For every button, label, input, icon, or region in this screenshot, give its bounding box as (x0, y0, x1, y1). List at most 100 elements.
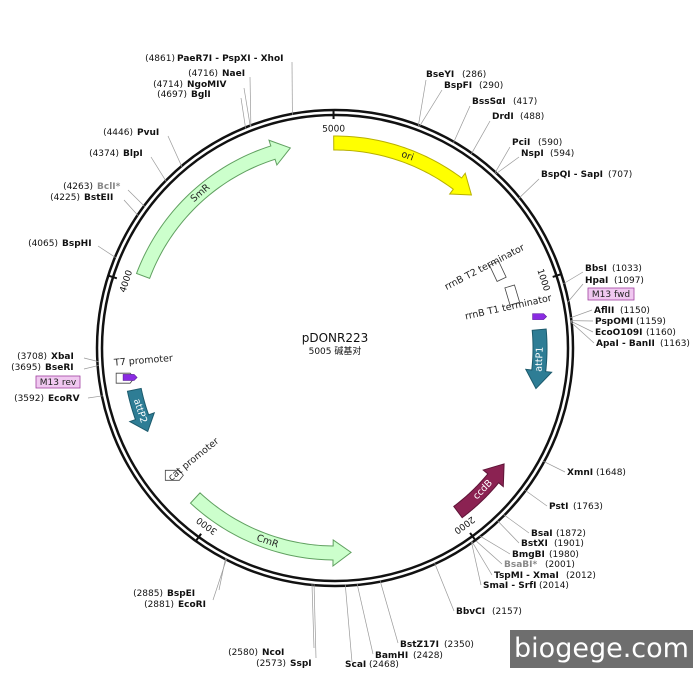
site-connector (419, 89, 443, 127)
site-name-scai: ScaI (345, 660, 366, 670)
site-connector (471, 541, 482, 586)
site-name-bstz17i: BstZ17I (400, 640, 439, 650)
site-labels-right: BseYI (286) BspFI (290) BssSαI (417) Drd… (426, 70, 690, 617)
site-name-bsai: BsaI (531, 529, 553, 539)
site-name-ncoi: NcoI (262, 648, 284, 658)
tick-label-1000: 1000 (534, 268, 551, 293)
site-connector (379, 580, 399, 644)
site-name-nspi: NspI (521, 149, 544, 159)
site-pos-bgli: (4697) (157, 90, 187, 100)
site-name-hpai: HpaI (585, 276, 608, 286)
site-pos-bsabi: (2001) (545, 560, 575, 570)
site-pos-ecoo109i: (1160) (646, 328, 676, 338)
site-name-bstxi: BstXI (521, 539, 548, 549)
feature-arrow-attp2 (126, 387, 156, 433)
site-name-pvui: PvuI (137, 128, 159, 138)
site-connector (417, 79, 427, 127)
site-pos-blpi: (4374) (89, 149, 119, 159)
site-connector (569, 309, 593, 319)
site-name-bseyi: BseYI (426, 70, 454, 80)
site-connector (97, 245, 117, 259)
primer-m13-rev-label: M13 rev (40, 378, 77, 388)
tick-mark-3000 (194, 533, 202, 543)
site-connector (243, 87, 251, 127)
site-name-ngomiv: NgoMIV (187, 80, 226, 90)
site-connector (127, 189, 146, 207)
site-labels-left: (4861) PaeR7I - PspXI - XhoI (4716) NaeI… (11, 54, 283, 404)
site-connector (471, 541, 493, 576)
site-name-bsteii: BstEII (84, 193, 113, 203)
site-connector (123, 199, 139, 217)
site-name-apai: ApaI - BanII (596, 339, 655, 349)
feature-arrow-ori (333, 135, 473, 196)
site-name-xmni: XmnI (567, 468, 593, 478)
tick-mark-4000 (107, 274, 118, 280)
site-connector (543, 460, 566, 473)
site-pos-xmai: (2012) (566, 571, 596, 581)
feature-arrow-attp1 (524, 328, 553, 390)
site-connector (479, 535, 511, 555)
site-name-blpi: BlpI (123, 149, 143, 159)
site-connector (240, 97, 246, 129)
site-pos-apai: (1163) (660, 339, 690, 349)
site-name-aflii: AflII (594, 306, 614, 316)
site-pos-bcli: (4263) (63, 182, 93, 192)
site-pos-bbsi: (1033) (612, 264, 642, 274)
site-connector (495, 156, 520, 175)
site-connector (83, 365, 99, 370)
site-connector (87, 395, 103, 399)
site-pos-bstz17i: (2350) (444, 640, 474, 650)
site-name-pspomi: PspOMI (595, 317, 633, 327)
site-pos-bsteii: (4225) (50, 193, 80, 203)
site-name-sapi: BspQI - SapI (541, 170, 603, 180)
site-connector (356, 583, 374, 655)
site-connector (434, 562, 455, 612)
site-name-bmgbi: BmgBI (512, 550, 545, 560)
site-pos-hpai: (1097) (614, 276, 644, 286)
feature-arrows (126, 135, 553, 567)
site-connector (570, 320, 594, 333)
site-pos-xbai: (3708) (17, 352, 47, 362)
site-pos-pvui: (4446) (103, 128, 133, 138)
primer-m13-rev: M13 rev (35, 375, 81, 389)
site-pos-xmni: (1648) (596, 468, 626, 478)
site-name-bseri: BseRI (45, 363, 74, 373)
site-name-bsssai: BssSαI (472, 97, 506, 107)
site-name-xhoi: PaeR7I - PspXI - XhoI (177, 54, 283, 64)
site-name-ecori: EcoRI (178, 600, 206, 610)
site-connector (570, 321, 595, 344)
site-connector (497, 520, 520, 544)
site-connector (150, 156, 167, 182)
site-connector (518, 178, 540, 199)
site-pos-drdi: (488) (520, 112, 544, 122)
backbone-inner-ring (100, 113, 570, 583)
site-connector (218, 558, 226, 591)
site-connector (562, 271, 584, 285)
site-name-bsabi: BsaBI* (504, 560, 537, 570)
feature-label-ori: ori (400, 149, 415, 164)
site-connector (470, 120, 491, 155)
site-pos-bmgbi: (1980) (549, 550, 579, 560)
site-pos-nspi: (594) (550, 149, 574, 159)
site-pos-xhoi: (4861) (145, 54, 175, 64)
primer-m13-fwd-box (587, 287, 635, 301)
site-name-bsphi: BspHI (62, 239, 92, 249)
site-connector (503, 514, 530, 534)
site-pos-bspei: (2885) (133, 589, 163, 599)
primer-mark-m13-rev (122, 374, 138, 381)
site-pos-bsphi: (4065) (28, 239, 58, 249)
site-pos-pcii: (590) (538, 138, 562, 148)
site-name-ecorv: EcoRV (48, 394, 80, 404)
site-pos-sspi: (2573) (256, 659, 286, 669)
feature-arrow-cmr (189, 492, 352, 567)
site-pos-bseri: (3695) (11, 363, 41, 373)
site-pos-bsssai: (417) (513, 97, 537, 107)
site-pos-ecorv: (3592) (14, 394, 44, 404)
site-name-bbvci: BbvCI (456, 607, 485, 617)
site-pos-bseyi: (286) (462, 70, 486, 80)
promoter-label-cat: cat promoter (166, 436, 221, 484)
site-pos-ngomiv: (4714) (153, 80, 183, 90)
tick-mark-2000 (469, 532, 477, 542)
site-connector (453, 105, 471, 143)
